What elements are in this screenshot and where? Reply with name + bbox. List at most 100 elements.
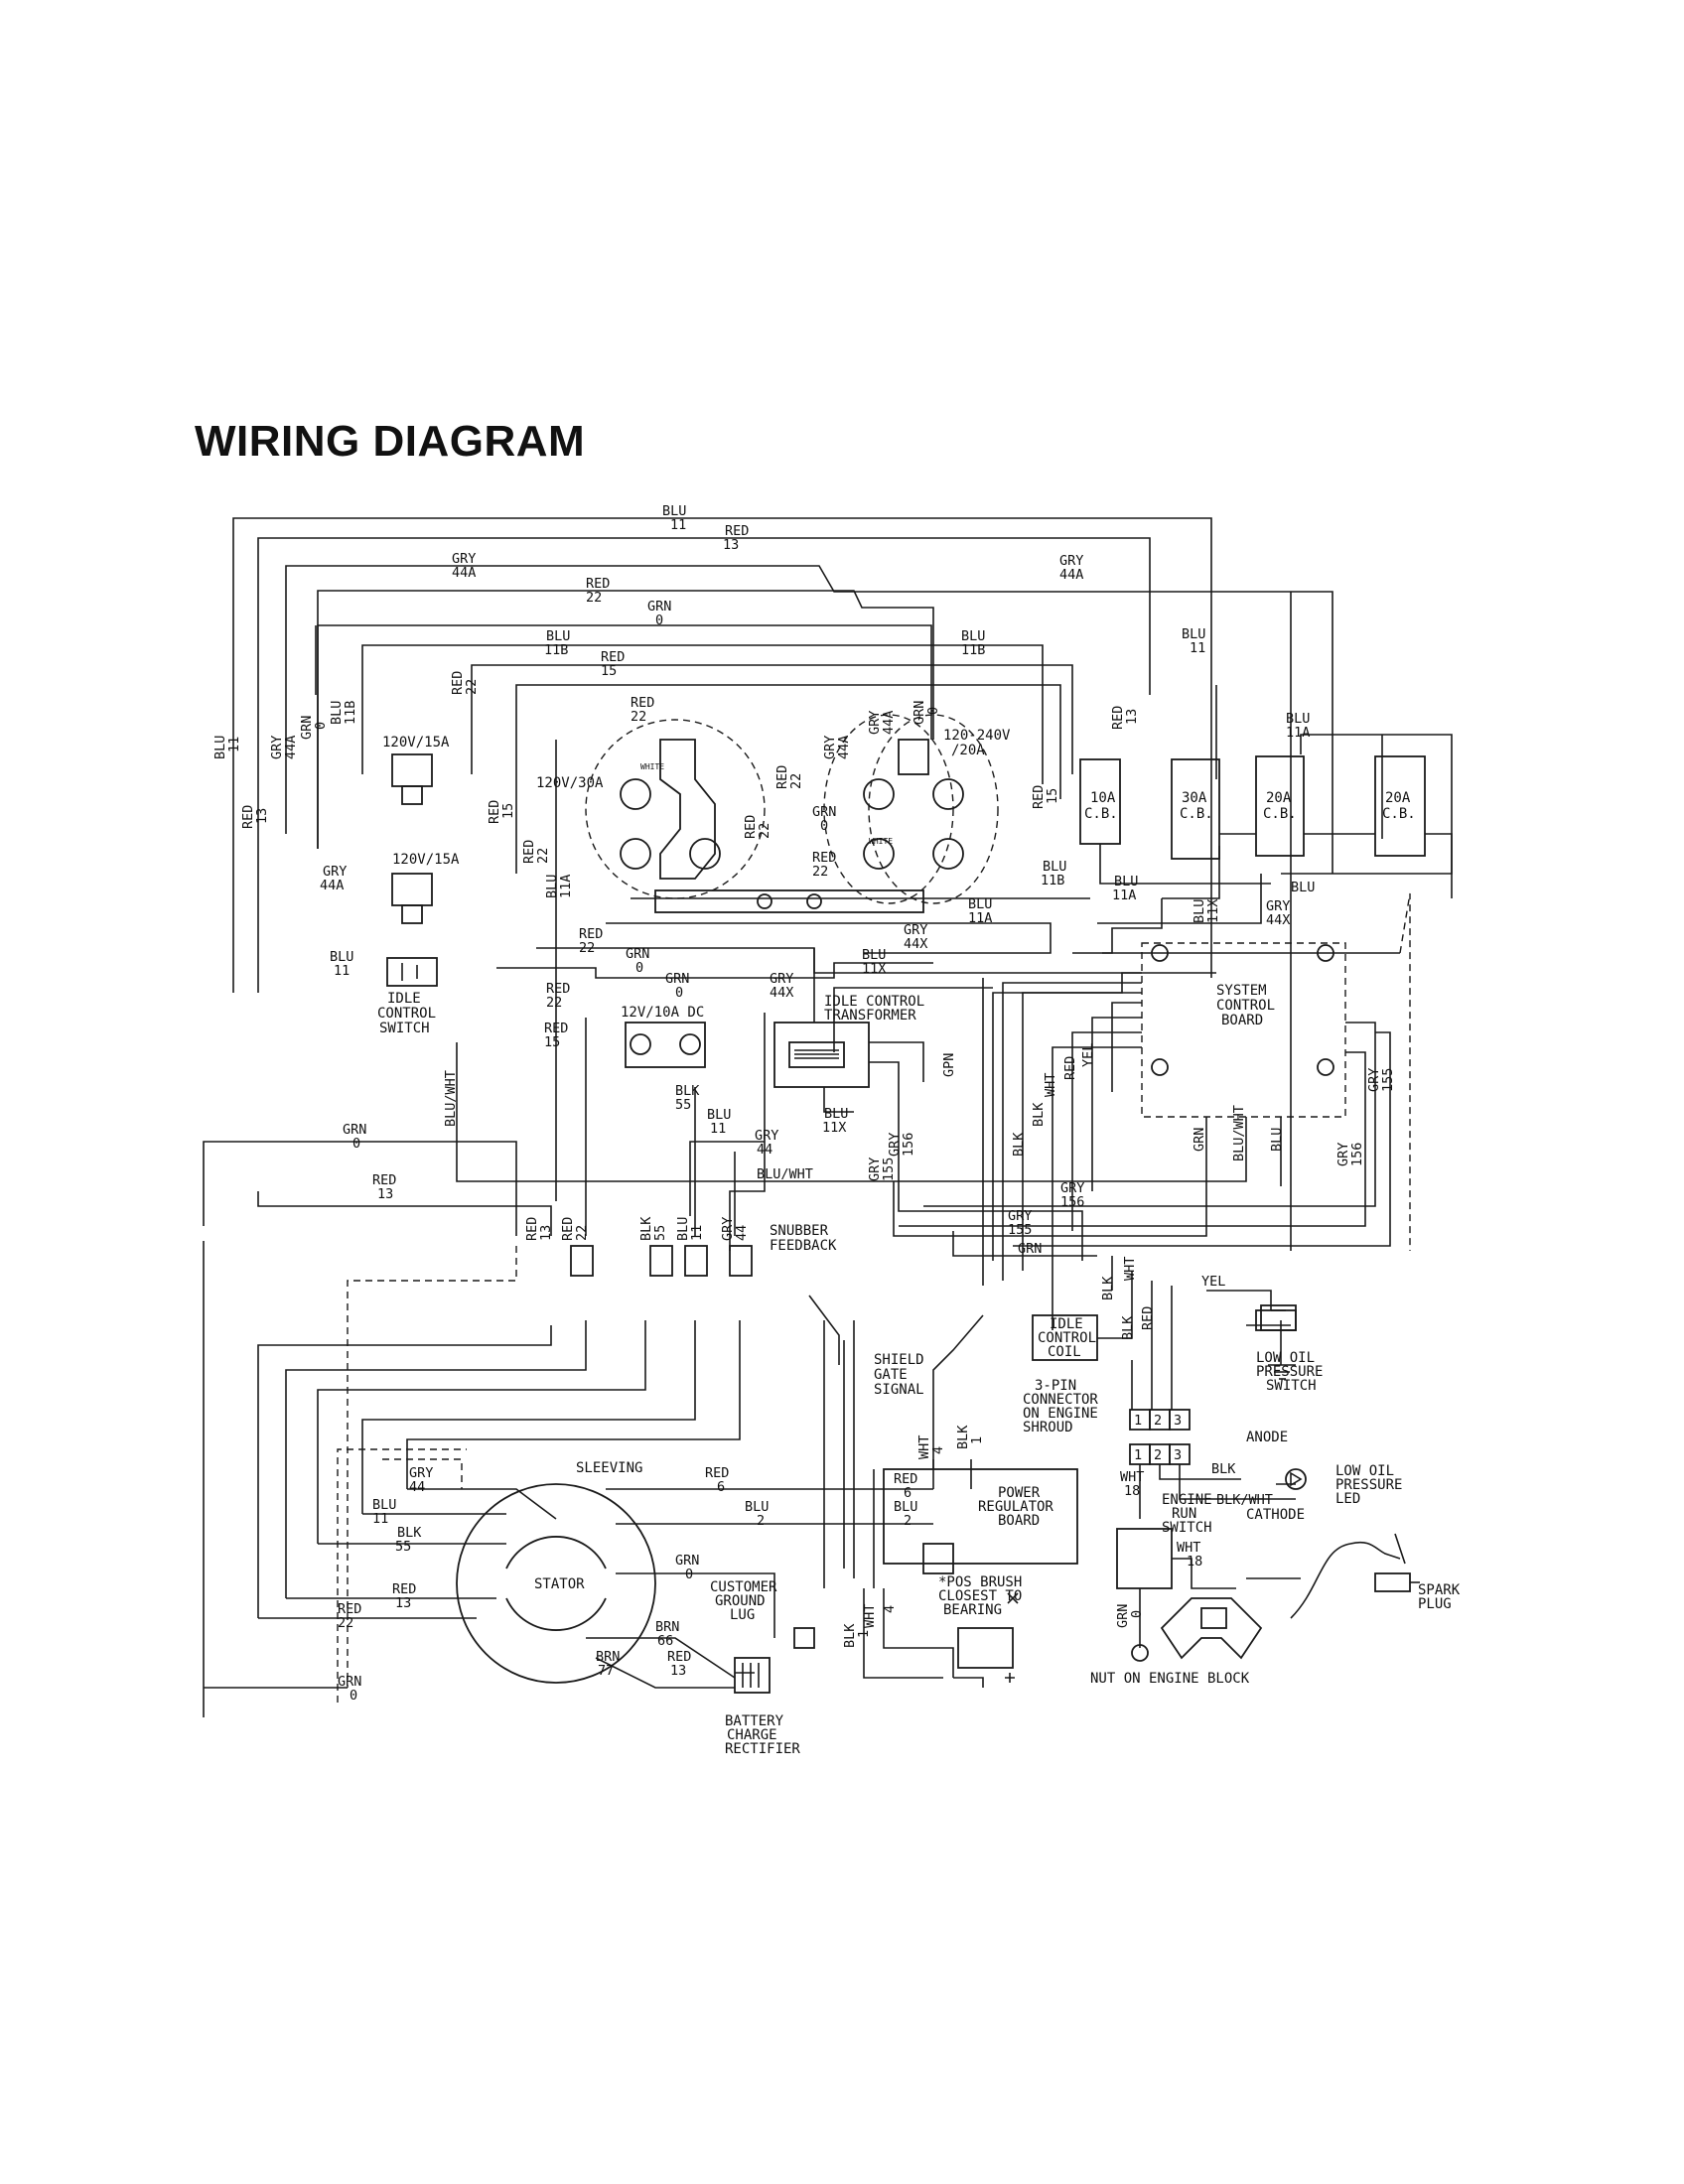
ground-lug-shape	[793, 1627, 815, 1649]
brush-asterisk-marker	[1007, 1592, 1019, 1604]
wire-wht-18-1: WHT	[1120, 1469, 1144, 1485]
wire-grn-0-lug-2: 0	[685, 1567, 693, 1582]
rectifier-shape	[734, 1657, 771, 1694]
wire-red-22-vert4-2: 22	[757, 823, 772, 839]
sleeving-label: SLEEVING	[576, 1460, 642, 1476]
outlet-120v-15a-bottom-label: 120V/15A	[392, 852, 460, 868]
wire-gry-155-right-2: 155	[1380, 1068, 1396, 1092]
wire-red-13-rect-1: RED	[667, 1649, 691, 1665]
connector-plugs	[570, 1245, 753, 1277]
breaker-20a-a-label-2: C.B.	[1263, 806, 1297, 822]
wire-red-13-rect-2: 13	[670, 1663, 686, 1679]
wire-red-13-vert3-1: RED	[1110, 706, 1126, 730]
power-regulator-label-2: REGULATOR	[978, 1499, 1053, 1515]
outlet-120v-15a-bottom	[391, 873, 433, 924]
wire-gry-155-vert-1: GRY	[867, 1158, 883, 1181]
wire-blu-11-stator-in-1: BLU	[675, 1217, 691, 1241]
power-regulator-label-3: BOARD	[998, 1513, 1040, 1529]
wire-red-15-low-2: 15	[544, 1034, 560, 1050]
outlet-120v-15a-top	[391, 753, 433, 805]
wire-red-vert: RED	[1062, 1056, 1078, 1080]
breaker-20a-b-label-1: 20A	[1385, 790, 1411, 806]
system-control-board-label-3: BOARD	[1221, 1013, 1263, 1028]
wire-gry-44-low-1: GRY	[755, 1128, 778, 1144]
wire-blk-vert: BLK	[1011, 1132, 1027, 1157]
shield-label: SHIELD	[874, 1352, 924, 1368]
wire-wht-4-1: WHT	[916, 1435, 932, 1459]
wire-red-22-vert3-2: 22	[788, 773, 804, 789]
wire-blu-2-pr-1: BLU	[894, 1499, 917, 1515]
wire-grn-0-engine-1: GRN	[1115, 1604, 1131, 1628]
wire-red-22-vert4-1: RED	[743, 815, 759, 839]
low-oil-pressure-switch-label-1: LOW OIL	[1256, 1350, 1315, 1366]
wire-grn-0-top-2: 0	[655, 613, 663, 628]
wire-blu-11b-vert-1: BLU	[329, 701, 345, 725]
wire-blu-11a-mid-2: 11A	[1112, 887, 1136, 903]
wire-red-22-low-2: 22	[546, 995, 562, 1011]
wire-gry-156-low-1: GRY	[1060, 1180, 1084, 1196]
wire-grn-0-bottom-1: GRN	[338, 1674, 361, 1690]
wire-red-22-mid2-1: RED	[812, 850, 836, 866]
wire-wht-4-low-1: WHT	[862, 1604, 878, 1628]
wire-gry-44x-right-1: GRY	[1266, 898, 1290, 914]
wire-gry-44a-vert-2: 44A	[283, 736, 299, 759]
wire-blu-wht-low: BLU/WHT	[757, 1166, 813, 1182]
snubber-label: SNUBBER	[770, 1223, 829, 1239]
wire-blk-55-stator-2: 55	[395, 1539, 411, 1555]
idle-control-transformer-label-2: TRANSFORMER	[824, 1008, 916, 1024]
wire-red-15-low-1: RED	[544, 1021, 568, 1036]
wire-red-13-top-2: 13	[723, 537, 739, 553]
wire-red-13-stator-2: 13	[395, 1595, 411, 1611]
wire-grn-vert2: GRN	[1192, 1128, 1207, 1152]
wire-red-vert2: RED	[1140, 1306, 1156, 1330]
wire-wht-18b-1: WHT	[1177, 1540, 1200, 1556]
wire-blu-label: BLU	[1291, 880, 1315, 895]
wire-wht-18-2: 18	[1124, 1483, 1140, 1499]
system-control-board-label-1: SYSTEM	[1216, 983, 1267, 999]
wire-gry-155-low-2: 155	[1008, 1222, 1032, 1238]
wire-yel-label: YEL	[1201, 1274, 1225, 1290]
engine-run-switch-label-3: SWITCH	[1162, 1520, 1212, 1536]
wire-grn-0-top-1: GRN	[647, 599, 671, 614]
wire-red-15-vert3-2: 15	[1045, 788, 1060, 804]
wire-blu-2-2: 2	[757, 1513, 765, 1529]
wire-blu-11b-mid-1: BLU	[1043, 859, 1066, 875]
wire-red-22-vert3-1: RED	[774, 765, 790, 789]
pin-2-bottom: 2	[1154, 1447, 1162, 1463]
wire-red-22-stator-2: 22	[338, 1615, 353, 1631]
wire-red-13-low-1: RED	[372, 1172, 396, 1188]
idle-control-transformer-label-1: IDLE CONTROL	[824, 994, 924, 1010]
wire-wht-4-2: 4	[930, 1446, 946, 1454]
wire-red-13-vert-1: RED	[240, 805, 256, 829]
wire-red-22-vert2-2: 22	[535, 848, 551, 864]
wire-gry-156-vert-2: 156	[901, 1133, 916, 1157]
wire-gry-44x-right-2: 44X	[1266, 912, 1290, 928]
wire-red-22-low-1: RED	[546, 981, 570, 997]
wire-blu-11a-right-1: BLU	[1286, 711, 1310, 727]
wire-gry-44a-mid-2: 44A	[320, 878, 344, 893]
wire-blu-11a-low-1: BLU	[968, 896, 992, 912]
wire-blu-11b-right-2: 11B	[961, 642, 985, 658]
outlet-120-240v-label-2: /20A	[951, 743, 985, 758]
breaker-10a-label-2: C.B.	[1084, 806, 1118, 822]
idle-control-switch-label-1: IDLE	[387, 991, 421, 1007]
breaker-20a-b-label-2: C.B.	[1382, 806, 1416, 822]
wire-grn-0-low-1: GRN	[343, 1122, 366, 1138]
wire-blu-11b-right-1: BLU	[961, 628, 985, 644]
breaker-10a-label-1: 10A	[1090, 790, 1116, 806]
wire-yel-vert: YEL	[1080, 1043, 1096, 1067]
low-oil-pressure-switch-label-3: SWITCH	[1266, 1378, 1317, 1394]
idle-control-switch-shape	[386, 957, 438, 987]
wire-grn-0-engine-2: 0	[1129, 1610, 1145, 1618]
wire-gry-44-stator-in-1: GRY	[720, 1217, 736, 1241]
wire-blu-11x-vert-2: 11X	[1205, 899, 1221, 923]
wire-red-13-stator-in-2: 13	[538, 1225, 554, 1241]
idle-control-coil-label-1: IDLE	[1050, 1316, 1083, 1332]
wire-blu-11-right-2: 11	[1190, 640, 1205, 656]
wire-blu-11-stator-in-2: 11	[689, 1225, 705, 1241]
outlet-mount-plate	[654, 889, 924, 913]
wire-blk-anode: BLK	[1211, 1461, 1236, 1477]
wire-red-13-vert-2: 13	[254, 808, 270, 824]
idle-control-coil-label-3: COIL	[1048, 1344, 1081, 1360]
wire-blu-11b-left-2: 11B	[544, 642, 568, 658]
